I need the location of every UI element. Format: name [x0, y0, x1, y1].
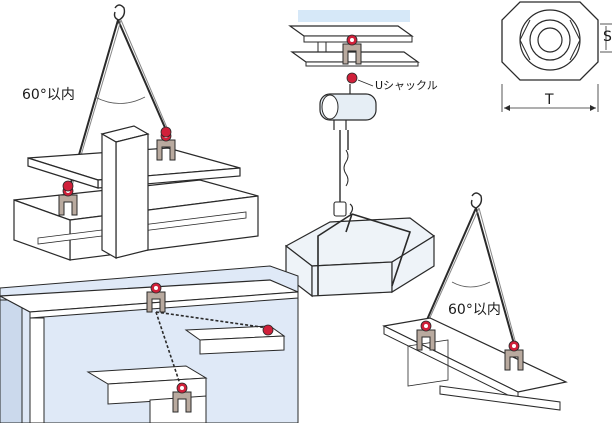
dimension-t-label: T: [545, 92, 554, 108]
ceiling-band: [298, 10, 410, 22]
angle-label-bottom-right: 60°以内: [448, 302, 501, 318]
cross-beam-lift-scene: [13, 4, 259, 261]
pendant-control: [333, 201, 347, 217]
top-hook-icon: [113, 4, 126, 21]
hoist-lift-scene: [284, 10, 436, 298]
angle-label-top-left: 60°以内: [22, 87, 75, 103]
single-beam-lift-scene: [382, 192, 568, 411]
shackle-label: Uシャックル: [375, 79, 438, 92]
dimension-s-label: S: [603, 29, 612, 45]
wall-beam-lift-scene: [0, 265, 299, 423]
angle-arc: [94, 96, 146, 104]
clamp-dimension-view: [501, 1, 612, 112]
